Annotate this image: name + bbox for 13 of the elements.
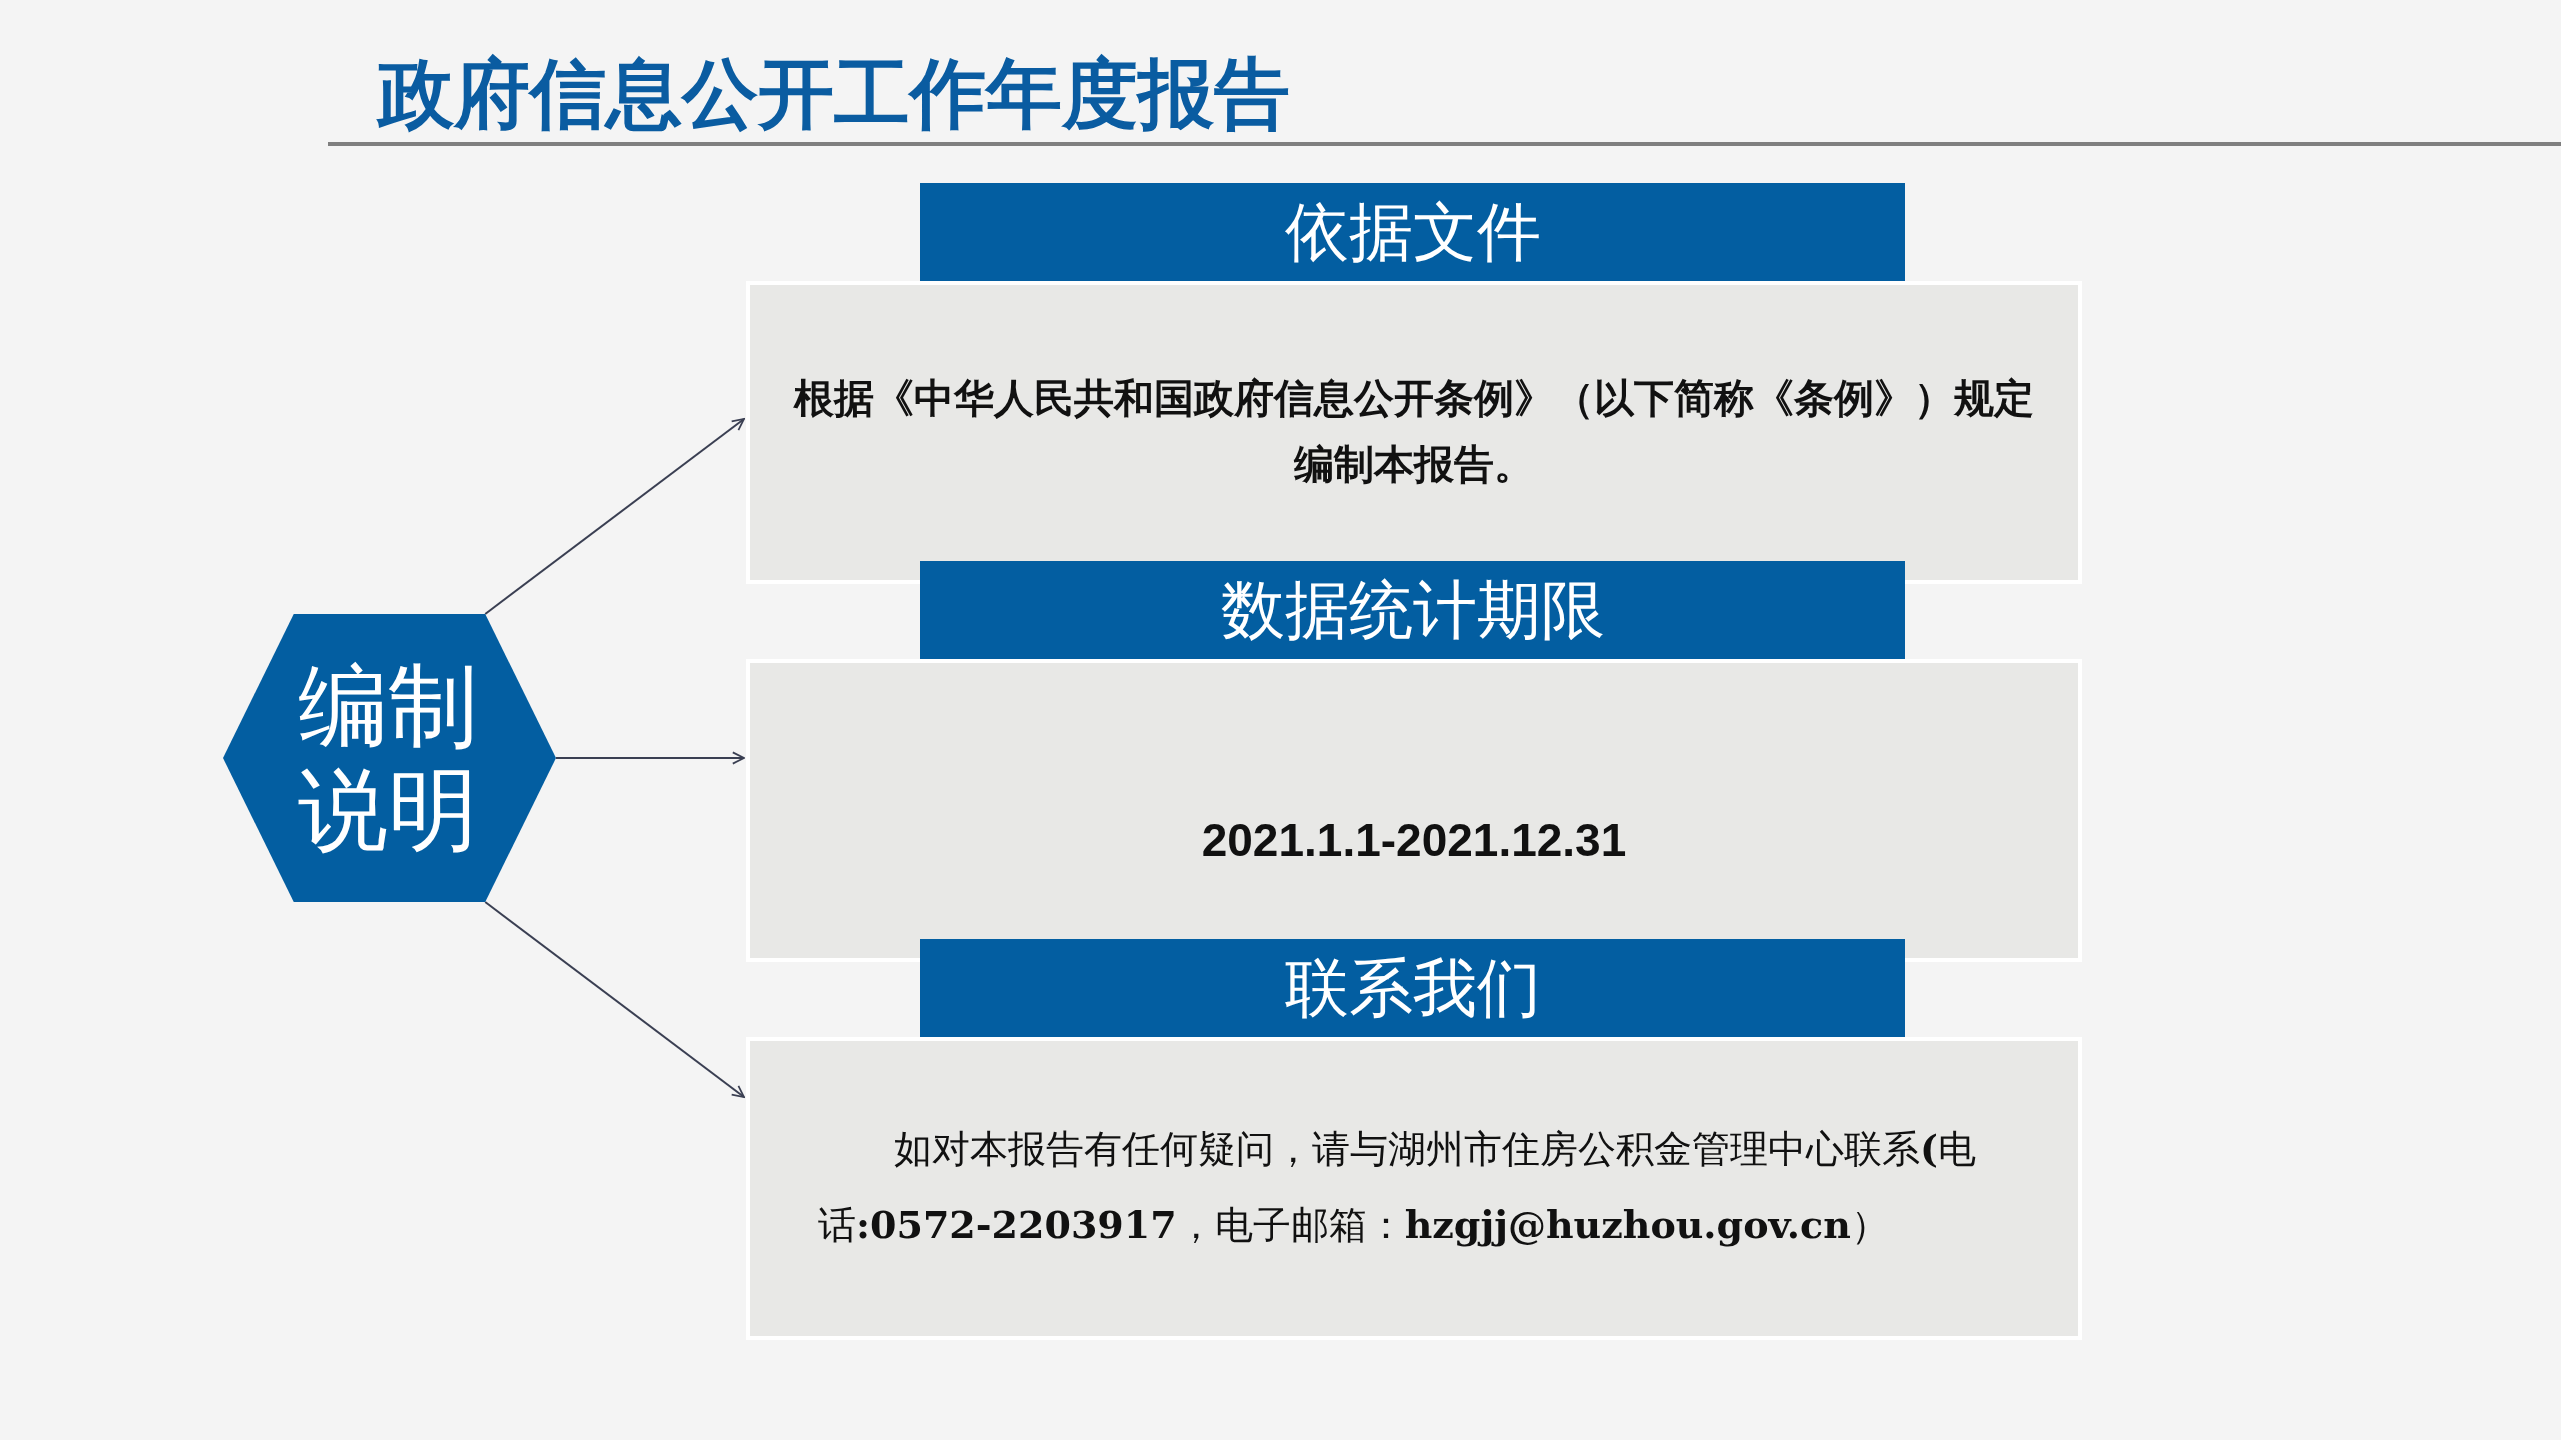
section-text: 根据《中华人民共和国政府信息公开条例》（以下简称《条例》）规定编制本报告。 [792, 374, 2035, 489]
arrow [484, 418, 745, 615]
section-text: 如对本报告有任何疑问，请与湖州市住房公积金管理中心联系(电话:0572-2203917，电子邮箱：hzgjj@huzhou.gov.cn） [818, 1125, 1977, 1249]
page-title: 政府信息公开工作年度报告 [378, 48, 1290, 140]
node-label: 编制说明 [297, 654, 479, 861]
arrow [484, 901, 745, 1098]
section-heading: 数据统计期限 [920, 561, 1905, 659]
content-card [746, 1037, 2082, 1340]
section-heading: 依据文件 [920, 183, 1905, 281]
section-text: 2021.1.1-2021.12.31 [1200, 813, 1628, 868]
hexagon-node [223, 614, 556, 902]
section-heading: 联系我们 [920, 939, 1905, 1037]
arrow [555, 751, 745, 765]
